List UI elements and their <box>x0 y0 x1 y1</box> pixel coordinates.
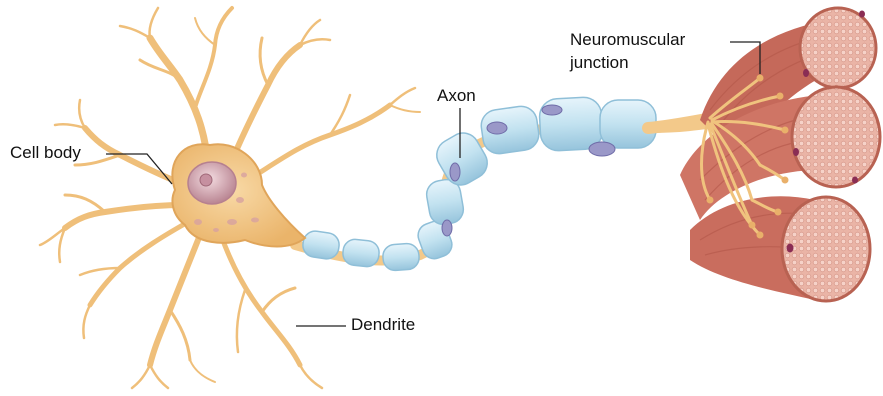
muscle-fiber-middle <box>792 87 880 187</box>
dendrite-branch <box>300 39 330 45</box>
dendrite-branch <box>248 105 390 180</box>
muscle <box>680 8 880 301</box>
dendrite-branch <box>90 222 188 305</box>
muscle-fiber-bottom <box>782 197 870 301</box>
dendrite-label: Dendrite <box>351 315 415 335</box>
dendrite-branch <box>65 195 105 212</box>
neuromuscular-junction-label-line1: Neuromuscular <box>570 30 685 50</box>
dendrite-branch <box>83 305 90 338</box>
neuromuscular-junction-label-line2: junction <box>570 53 629 73</box>
dendrite-branch <box>132 365 150 388</box>
dendrite-branch <box>390 105 420 112</box>
dendrite-branch <box>260 38 268 85</box>
cell-body <box>172 144 305 246</box>
dendrite-branch <box>65 205 182 228</box>
dendrite-branch <box>195 8 232 108</box>
dendrite-branch <box>237 290 245 352</box>
dendrite-branch <box>222 238 300 365</box>
cell-body-leader <box>106 154 172 184</box>
dendrite-branch <box>85 128 185 185</box>
nucleolus <box>200 174 212 186</box>
dendrite-branch <box>120 26 150 38</box>
dendrite-branch <box>75 155 120 165</box>
dendrite-branch <box>55 124 85 128</box>
muscle-fiber-top <box>800 8 876 88</box>
dendrite-branch <box>170 310 190 360</box>
dendrite-branch <box>150 235 200 365</box>
dendrite-branch <box>190 360 215 382</box>
axon-label: Axon <box>437 86 476 106</box>
dendrite-branch <box>390 88 415 105</box>
dendrite-branch <box>79 100 85 128</box>
dendrite-branch <box>149 8 158 38</box>
dendrite-branch <box>300 365 322 388</box>
nucleus <box>188 162 236 204</box>
dendrite-branch <box>262 288 295 312</box>
dendrite-branch <box>195 18 215 45</box>
dendrite-branch <box>150 365 168 388</box>
cell-body-label: Cell body <box>10 143 81 163</box>
